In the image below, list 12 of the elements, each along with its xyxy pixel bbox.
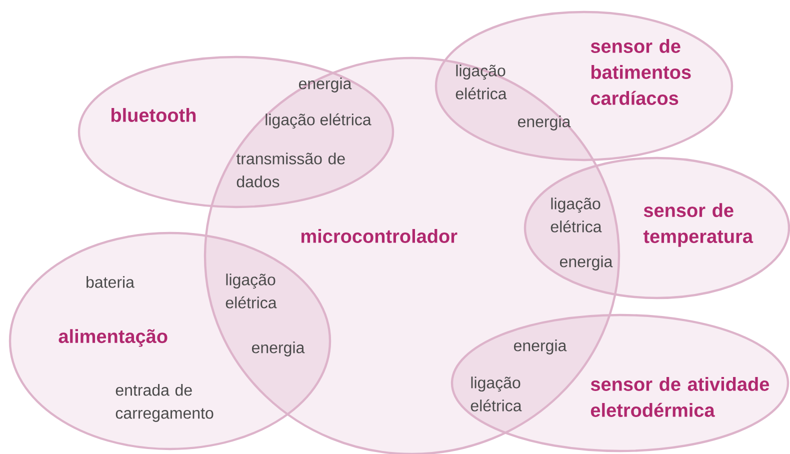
region-label: energia [252, 342, 305, 356]
region-label: ligação elétrica [470, 376, 522, 412]
region-label: transmissão de dados [236, 152, 345, 188]
region-label: energia [299, 78, 352, 92]
region-label: ligação elétrica [226, 274, 277, 308]
region-label: bateria [86, 276, 134, 288]
region-label: ligação elétrica [550, 198, 602, 232]
region-label: energia [514, 340, 567, 354]
region-label: energia [560, 256, 613, 270]
region-label: energia [518, 116, 571, 130]
region-label: ligação elétrica [456, 64, 507, 100]
region-label: ligação elétrica [266, 113, 372, 129]
